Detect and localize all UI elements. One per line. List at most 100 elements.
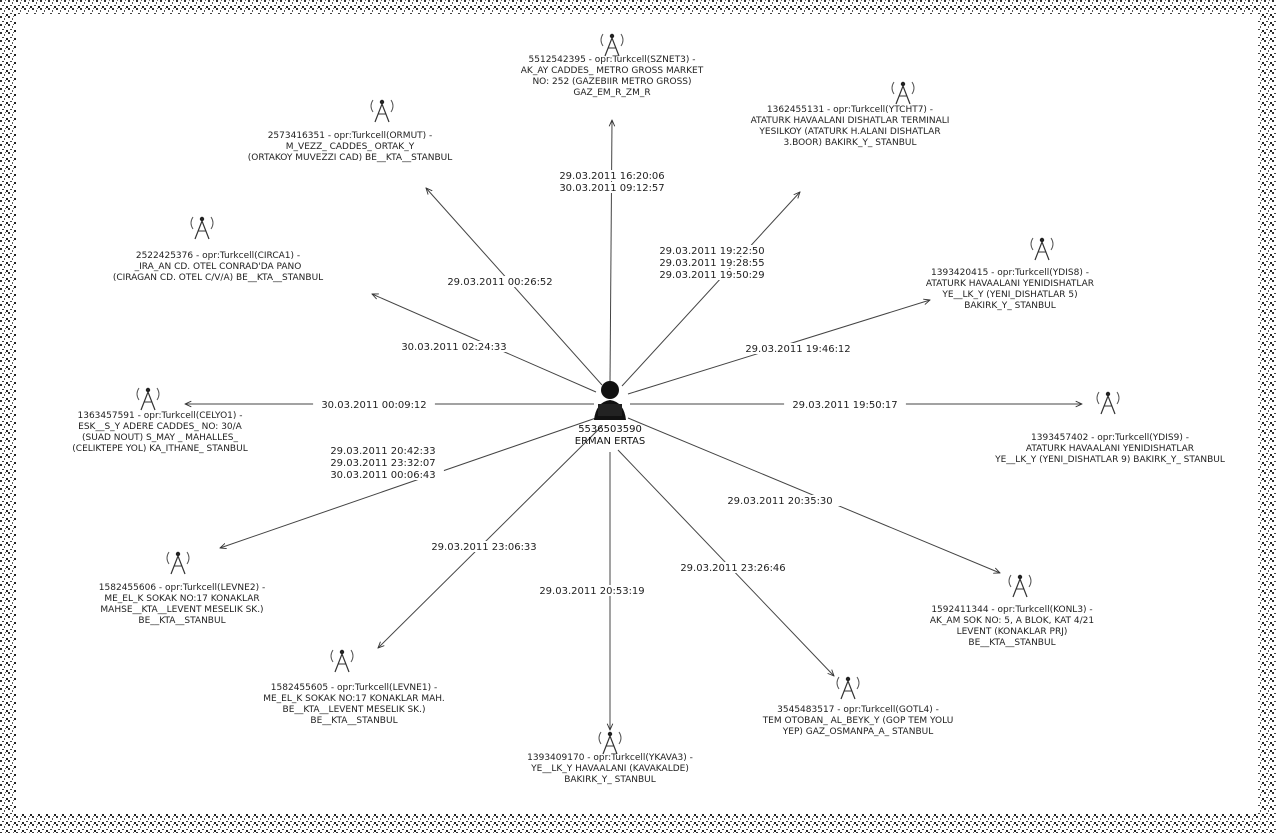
edge-timestamp-label: 29.03.2011 23:26:46 (680, 563, 785, 574)
cell-tower-icon (136, 387, 160, 411)
cell-tower-icon (1030, 237, 1054, 261)
node-address-line: LEVENT (KONAKLAR PRJ) (957, 627, 1068, 637)
node-address-line: (SUAD NOUT) S_MAY _ MAHALLES_ (82, 433, 238, 443)
node-id-line: 1592411344 - opr:Turkcell(KONL3) - (931, 605, 1092, 615)
node-id-line: 1362455131 - opr:Turkcell(YTCHT7) - (767, 105, 933, 115)
edge-ataturk2[interactable]: 29.03.2011 19:46:12 (627, 300, 930, 395)
edge-label-bg (651, 269, 773, 280)
edge-timestamp-label: 29.03.2011 19:50:29 (659, 270, 764, 281)
edge-timestamp-label: 29.03.2011 19:50:17 (792, 400, 897, 411)
node-address-line: YE__LK_Y (YENI_DISHATLAR 5) (941, 290, 1077, 300)
cell-tower-icon (600, 33, 624, 57)
node-address-line: BAKIRK_Y_ STANBUL (964, 301, 1056, 311)
node-address-line: ESK__S_Y ADERE CADDES_ NO: 30/A (78, 422, 243, 432)
edge-ataturk3[interactable]: 29.03.2011 19:50:17 (630, 399, 1082, 411)
node-address-line: BAKIRK_Y_ STANBUL (564, 775, 656, 785)
edge-timestamp-label: 30.03.2011 00:06:43 (330, 470, 435, 481)
node-address-line: ATATURK HAVAALANI DISHATLAR TERMINALI (751, 116, 950, 126)
edge-timestamp-label: 29.03.2011 23:32:07 (330, 458, 435, 469)
cell-tower-node-ataturk2[interactable]: 1393420415 - opr:Turkcell(YDIS8) -ATATUR… (926, 237, 1094, 311)
edge-label-bg (423, 541, 545, 552)
edge-label-bg (672, 562, 794, 573)
edge-gop[interactable]: 29.03.2011 23:26:46 (617, 449, 834, 676)
person-icon (594, 381, 626, 420)
cell-tower-node-levent[interactable]: 1592411344 - opr:Turkcell(KONL3) -AK_AM … (930, 574, 1094, 648)
cell-tower-icon (370, 99, 394, 123)
node-address-line: ATATURK HAVAALANI YENIDISHATLAR (926, 279, 1094, 289)
node-id-line: 2522425376 - opr:Turkcell(CIRCA1) - (136, 251, 300, 261)
edge-timestamp-label: 30.03.2011 02:24:33 (401, 342, 506, 353)
edge-levent[interactable]: 29.03.2011 20:35:30 (627, 417, 1000, 573)
edge-label-bg (393, 341, 515, 352)
edge-label-bg (322, 457, 444, 468)
edge-ciragan[interactable]: 30.03.2011 02:24:33 (372, 294, 597, 393)
cell-tower-node-ortakoy[interactable]: 2573416351 - opr:Turkcell(ORMUT) -M_VEZZ… (248, 99, 453, 163)
edge-line (220, 417, 597, 548)
edge-timestamp-label: 29.03.2011 19:46:12 (745, 344, 850, 355)
node-address-line: M_VEZZ_ CADDES_ ORTAK_Y (286, 142, 415, 152)
node-address-line: YE__LK_Y (YENI_DISHATLAR 9) BAKIRK_Y_ ST… (994, 455, 1225, 465)
node-address-line: BE__KTA__LEVENT MESELIK SK.) (283, 705, 426, 715)
cell-tower-node-ataturk3[interactable]: 1393457402 - opr:Turkcell(YDIS9) -ATATUR… (994, 391, 1225, 465)
edge-ortakoy[interactable]: 29.03.2011 00:26:52 (426, 188, 603, 386)
cell-tower-node-ataturk1[interactable]: 1362455131 - opr:Turkcell(YTCHT7) -ATATU… (751, 81, 950, 148)
edge-timestamp-label: 29.03.2011 23:06:33 (431, 542, 536, 553)
node-address-line: (ORTAKOY MUVEZZI CAD) BE__KTA__STANBUL (248, 153, 453, 163)
cell-tower-node-gop[interactable]: 3545483517 - opr:Turkcell(GOTL4) -TEM OT… (762, 676, 954, 737)
edge-sisli[interactable]: 30.03.2011 00:09:12 (185, 399, 594, 411)
cell-tower-node-konaklar1[interactable]: 1582455606 - opr:Turkcell(LEVNE2) -ME_EL… (99, 551, 265, 626)
node-address-line: 3.BOOR) BAKIRK_Y_ STANBUL (784, 138, 917, 148)
node-address-line: BE__KTA__STANBUL (310, 716, 397, 726)
edge-label-bg (551, 170, 673, 181)
edge-label-bg (719, 495, 841, 506)
edge-timestamp-label: 29.03.2011 19:22:50 (659, 246, 764, 257)
nodes-layer: 5512542395 - opr:Turkcell(SZNET3) -AK_AY… (72, 33, 1225, 785)
cell-tower-icon (190, 216, 214, 240)
edge-line (610, 120, 612, 383)
edge-timestamp-label: 29.03.2011 00:26:52 (447, 277, 552, 288)
edge-yesilkoy[interactable]: 29.03.2011 20:53:19 (531, 452, 653, 730)
edge-label-bg (322, 445, 444, 456)
cell-tower-node-ciragan[interactable]: 2522425376 - opr:Turkcell(CIRCA1) -_IRA_… (113, 216, 323, 283)
node-address-line: ME_EL_K SOKAK NO:17 KONAKLAR MAH. (263, 694, 445, 704)
center-person-node[interactable]: 5536503590 ERMAN ERTAS (575, 381, 645, 447)
node-id-line: 1393409170 - opr:Turkcell(YKAVA3) - (527, 753, 693, 763)
edge-timestamp-label: 30.03.2011 00:09:12 (321, 400, 426, 411)
cell-tower-node-top[interactable]: 5512542395 - opr:Turkcell(SZNET3) -AK_AY… (521, 33, 704, 98)
cell-tower-icon (598, 731, 622, 755)
edge-timestamp-label: 30.03.2011 09:12:57 (559, 183, 664, 194)
node-id-line: 1582455606 - opr:Turkcell(LEVNE2) - (99, 583, 265, 593)
edge-label-bg (322, 469, 444, 480)
node-address-line: ME_EL_K SOKAK NO:17 KONAKLAR (104, 594, 259, 604)
cell-tower-icon (330, 649, 354, 673)
node-address-line: YEP) GAZ_OSMANPA_A_ STANBUL (782, 727, 933, 737)
node-address-line: YESILKOY (ATATURK H.ALANI DISHATLAR (758, 127, 940, 137)
cell-tower-node-yesilkoy[interactable]: 1393409170 - opr:Turkcell(YKAVA3) -YE__L… (527, 731, 693, 785)
cell-tower-node-konaklar2[interactable]: 1582455605 - opr:Turkcell(LEVNE1) -ME_EL… (263, 649, 445, 726)
center-node-id: 5536503590 (578, 424, 642, 435)
node-address-line: _IRA_AN CD. OTEL CONRAD'DA PANO (134, 262, 302, 272)
node-address-line: ATATURK HAVAALANI YENIDISHATLAR (1026, 444, 1194, 454)
edge-line (378, 425, 603, 648)
node-address-line: YE__LK_Y HAVAALANI (KAVAKALDE) (530, 764, 689, 774)
cell-tower-icon (1008, 574, 1032, 598)
node-address-line: MAHSE__KTA__LEVENT MESELIK SK.) (100, 605, 263, 615)
edge-label-bg (651, 245, 773, 256)
edge-label-bg (737, 343, 859, 354)
node-address-line: BE__KTA__STANBUL (968, 638, 1055, 648)
cell-tower-node-sisli[interactable]: 1363457591 - opr:Turkcell(CELYO1) -ESK__… (72, 387, 248, 454)
node-address-line: (CELIKTEPE YOL) KA_ITHANE_ STANBUL (72, 444, 247, 454)
center-node-name: ERMAN ERTAS (575, 436, 645, 447)
edge-konaklar2[interactable]: 29.03.2011 23:06:33 (378, 425, 603, 648)
edge-label-bg (531, 585, 653, 596)
edge-line (621, 192, 800, 387)
edge-timestamp-label: 29.03.2011 20:35:30 (727, 496, 832, 507)
edge-timestamp-label: 29.03.2011 19:28:55 (659, 258, 764, 269)
edge-label-bg (313, 399, 435, 410)
edge-label-bg (551, 182, 673, 193)
node-id-line: 1582455605 - opr:Turkcell(LEVNE1) - (271, 683, 437, 693)
cell-tower-icon (1096, 391, 1120, 415)
